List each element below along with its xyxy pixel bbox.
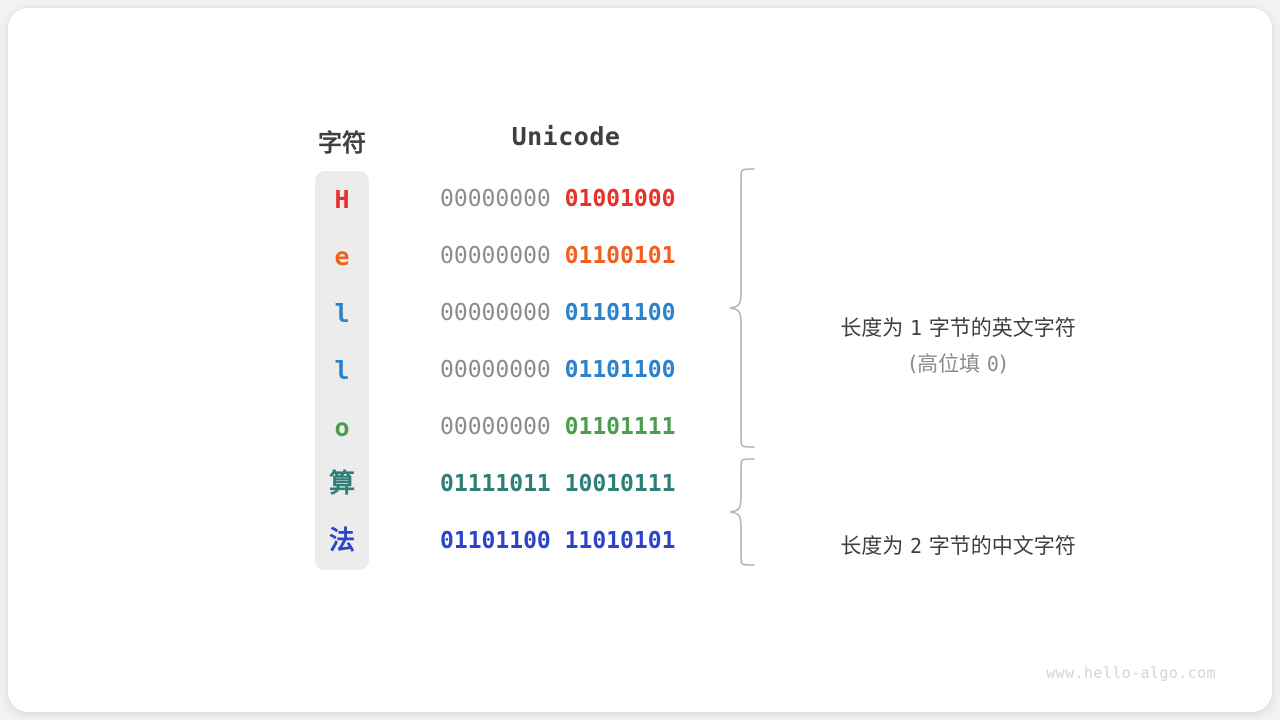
unicode-binary-row: 00000000 01101100 <box>440 342 700 399</box>
byte-separator <box>551 186 565 212</box>
annotation-two-byte-count: 2 <box>910 534 923 558</box>
annotation-one-byte-suffix: 字节的英文字符 <box>922 316 1076 340</box>
character-cell: 算 <box>328 469 355 499</box>
unicode-high-byte: 01111011 <box>440 471 551 497</box>
unicode-high-byte: 00000000 <box>440 357 551 383</box>
character-column-background <box>315 171 369 570</box>
byte-separator <box>551 528 565 554</box>
unicode-binary-row: 00000000 01101100 <box>440 285 700 342</box>
annotation-two-byte: 长度为 2 字节的中文字符 <box>768 492 1108 600</box>
annotation-note-prefix: (高位填 <box>908 352 987 376</box>
unicode-low-byte: 01100101 <box>564 243 676 269</box>
annotation-one-byte-prefix: 长度为 <box>840 316 910 340</box>
unicode-high-byte: 01101100 <box>440 528 551 554</box>
unicode-binary-row: 01101100 11010101 <box>440 513 700 570</box>
unicode-high-byte: 00000000 <box>440 186 551 212</box>
brace-one-byte-group <box>729 168 755 448</box>
annotation-note-value: 0 <box>986 352 999 376</box>
byte-separator <box>551 243 565 269</box>
unicode-binary-row: 01111011 10010111 <box>440 456 700 513</box>
watermark: www.hello-algo.com <box>1046 664 1216 682</box>
unicode-low-byte: 01101111 <box>564 414 676 440</box>
unicode-binary-row: 00000000 01101111 <box>440 399 700 456</box>
unicode-low-byte: 10010111 <box>564 471 676 497</box>
unicode-high-byte: 00000000 <box>440 243 551 269</box>
unicode-binary-row: 00000000 01100101 <box>440 228 700 285</box>
byte-separator <box>551 357 565 383</box>
unicode-low-byte: 01001000 <box>564 186 676 212</box>
character-cell: l <box>334 299 350 328</box>
unicode-high-byte: 00000000 <box>440 300 551 326</box>
column-header-character: 字符 <box>318 129 366 157</box>
character-cell: e <box>334 242 350 271</box>
unicode-low-byte: 01101100 <box>564 300 676 326</box>
column-header-unicode: Unicode <box>511 122 621 151</box>
annotation-two-byte-suffix: 字节的中文字符 <box>922 534 1076 558</box>
annotation-one-byte-count: 1 <box>910 316 923 340</box>
character-cell: H <box>334 185 350 214</box>
character-cell: o <box>334 413 350 442</box>
byte-separator <box>551 471 565 497</box>
unicode-high-byte: 00000000 <box>440 414 551 440</box>
brace-two-byte-group <box>729 458 755 566</box>
byte-separator <box>551 300 565 326</box>
character-cell: l <box>334 356 350 385</box>
annotation-two-byte-prefix: 长度为 <box>840 534 910 558</box>
character-cell: 法 <box>328 526 355 556</box>
unicode-low-byte: 11010101 <box>564 528 676 554</box>
annotation-one-byte: 长度为 1 字节的英文字符 <box>768 274 1108 382</box>
annotation-note-suffix: ) <box>998 352 1008 376</box>
annotation-one-byte-note: (高位填 0) <box>768 310 1108 418</box>
byte-separator <box>551 414 565 440</box>
unicode-low-byte: 01101100 <box>564 357 676 383</box>
unicode-binary-row: 00000000 01001000 <box>440 171 700 228</box>
